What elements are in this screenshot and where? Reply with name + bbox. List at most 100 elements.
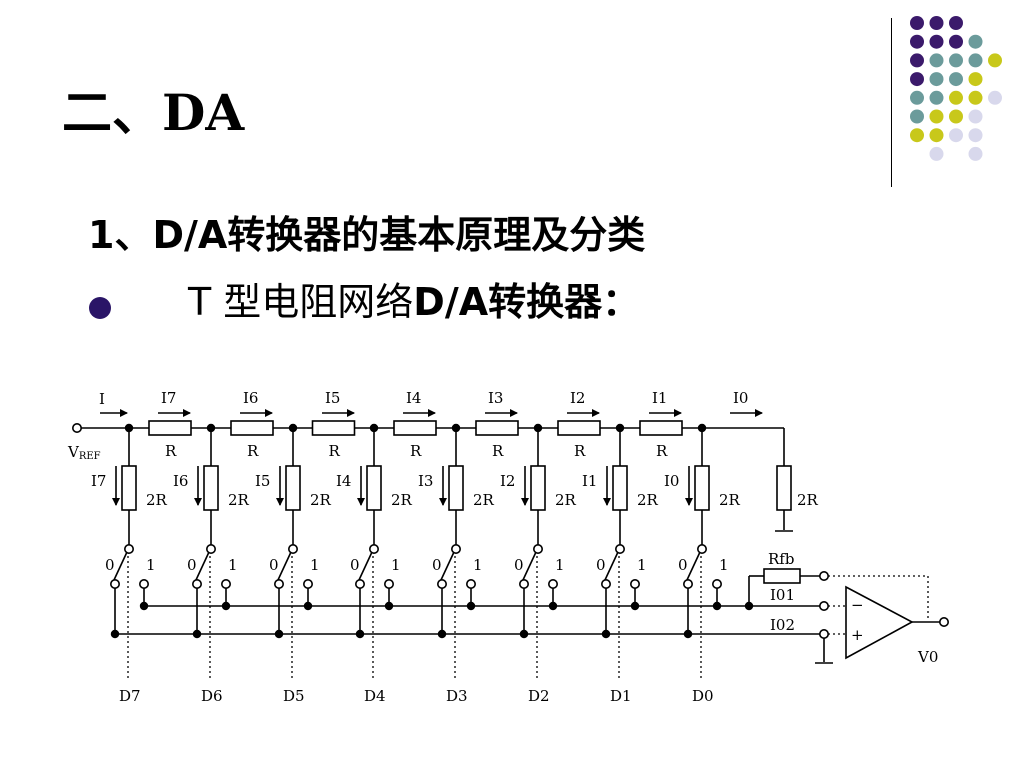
top-current-label: I6 [243,389,258,407]
decorative-dot [910,128,924,143]
bit-label: D6 [201,687,223,705]
branch-current-label: I3 [418,472,433,490]
series-resistor-label: R [492,442,504,460]
switch-label-1: 1 [719,556,729,574]
branch-current-label: I7 [91,472,106,490]
opamp-minus-label: − [851,596,864,614]
switch-blade [113,551,128,581]
decorative-dot [910,109,924,124]
decorative-dot [929,128,944,143]
opamp-plus-label: + [851,626,864,644]
switch-contact-0 [273,578,284,589]
series-resistor [230,420,274,436]
switch-label-0: 0 [432,556,442,574]
feedback-resistor [763,568,801,584]
switch-contact-1 [465,578,476,589]
branch-current-label: I1 [582,472,597,490]
shunt-resistor [366,465,382,511]
shunt-resistor [694,465,710,511]
top-current-label: I3 [488,389,503,407]
decorative-dot [968,34,983,49]
switch-contact-0 [436,578,447,589]
shunt-resistor [448,465,464,511]
decorative-dot [968,146,983,161]
decorative-dot [968,128,983,143]
switch-pivot [368,543,379,554]
decorative-dot [949,72,963,87]
series-resistor-label: R [410,442,422,460]
branch-current-label: I2 [500,472,515,490]
switch-contact-0 [110,578,121,589]
switch-blade [686,551,701,581]
switch-blade [277,551,292,581]
shunt-resistor-label: 2R [637,491,659,509]
switch-contact-0 [682,578,693,589]
bit-label: D5 [283,687,305,705]
switch-label-1: 1 [310,556,320,574]
decorative-dot [949,128,963,143]
shunt-resistor [530,465,546,511]
decorative-dot [910,90,924,105]
series-resistor [393,420,437,436]
io2-label: I02 [770,616,795,634]
switch-label-1: 1 [391,556,401,574]
switch-blade [195,551,210,581]
bit-label: D3 [446,687,468,705]
decorative-dot [949,34,963,49]
switch-contact-1 [383,578,394,589]
io1-label: I01 [770,586,795,604]
shunt-resistor-label: 2R [719,491,741,509]
divider-line [891,18,892,187]
decorative-dot [929,34,944,49]
bullet-text-part2: D/A转换器： [413,280,641,324]
series-resistor [557,420,601,436]
decorative-dot [968,53,983,68]
switch-label-0: 0 [596,556,606,574]
switch-label-0: 0 [678,556,688,574]
shunt-resistor-label: 2R [473,491,495,509]
switch-blade [604,551,619,581]
decorative-dot [929,90,944,105]
shunt-resistor-label: 2R [146,491,168,509]
bit-label: D0 [692,687,714,705]
decorative-dot [929,146,944,161]
series-resistor [475,420,519,436]
switch-pivot [287,543,298,554]
shunt-resistor-label: 2R [555,491,577,509]
io1-terminal [818,600,829,611]
shunt-resistor-label: 2R [310,491,332,509]
decorative-dot [949,53,963,68]
switch-label-0: 0 [350,556,360,574]
decorative-dot [910,53,924,68]
switch-pivot [450,543,461,554]
branch-current-label: I0 [664,472,679,490]
switch-contact-1 [711,578,722,589]
decorative-dot [910,72,924,87]
decorative-dot [929,53,944,68]
termination-resistor [776,465,792,511]
switch-contact-0 [354,578,365,589]
shunt-resistor-label: 2R [391,491,413,509]
decorative-dot [968,72,983,87]
decorative-dot [968,109,983,124]
input-current-label: I [99,390,105,408]
vref-subscript: REF [79,451,101,462]
shunt-resistor [203,465,219,511]
top-current-label: I5 [325,389,340,407]
switch-blade [358,551,373,581]
bullet-item: T 型电阻网络D/A转换器： [188,283,640,321]
switch-contact-1 [221,578,232,589]
switch-label-0: 0 [105,556,115,574]
rfb-label: Rfb [768,550,794,568]
switch-label-1: 1 [555,556,565,574]
switch-blade [440,551,455,581]
decorative-dot [949,109,963,124]
bit-label: D1 [610,687,632,705]
switch-pivot [532,543,543,554]
switch-contact-0 [518,578,529,589]
switch-contact-1 [302,578,313,589]
decorative-dot [988,53,1002,68]
switch-label-1: 1 [146,556,156,574]
switch-label-0: 0 [514,556,524,574]
